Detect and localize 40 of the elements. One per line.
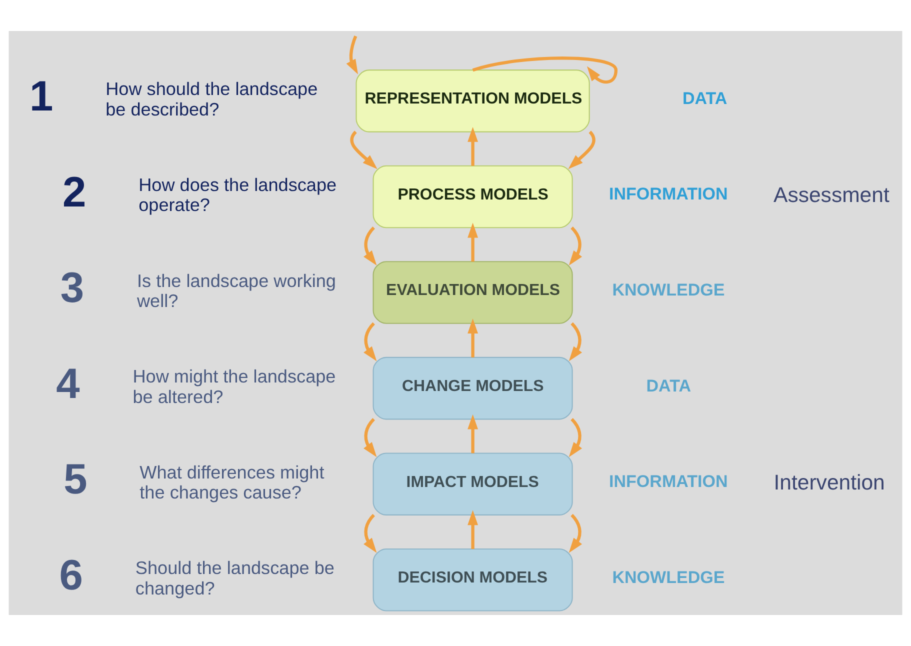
arrow — [468, 222, 478, 262]
label: INFORMATION — [609, 184, 728, 204]
label: Should the landscape be changed? — [135, 558, 334, 598]
label: Assessment — [774, 183, 890, 208]
arrow — [568, 226, 582, 266]
node-box: REPRESENTATION MODELS — [356, 70, 590, 132]
label: KNOWLEDGE — [612, 568, 725, 587]
label: INFORMATION — [609, 472, 728, 492]
label: 6 — [59, 551, 83, 600]
arrow — [346, 35, 358, 74]
arrow — [468, 510, 478, 550]
node-box: DECISION MODELS — [372, 548, 573, 612]
arrow — [364, 322, 377, 362]
label: 2 — [62, 168, 86, 216]
arrow — [468, 414, 478, 454]
label: 3 — [60, 264, 84, 312]
arrow — [468, 318, 478, 358]
node-box: PROCESS MODELS — [372, 165, 573, 228]
label: How should the landscape be described? — [106, 79, 318, 120]
label: Intervention — [774, 470, 885, 494]
label: How does the landscape operate? — [138, 174, 337, 216]
arrow — [364, 226, 377, 266]
label: 1 — [30, 72, 54, 121]
arrow — [568, 418, 582, 458]
arrow — [568, 322, 582, 362]
label: How might the landscape be altered? — [132, 366, 336, 407]
arrow — [364, 514, 377, 553]
label: 5 — [64, 456, 88, 504]
node-box: EVALUATION MODELS — [372, 261, 573, 324]
label: 4 — [56, 360, 80, 408]
arrow — [364, 418, 377, 458]
node-box: CHANGE MODELS — [372, 356, 573, 420]
label: What differences might the changes cause? — [140, 462, 324, 503]
node-box: IMPACT MODELS — [372, 452, 573, 516]
label: DATA — [646, 376, 692, 396]
arrow — [568, 514, 582, 553]
label: Is the landscape working well? — [137, 270, 336, 311]
label: DATA — [682, 88, 728, 108]
label: KNOWLEDGE — [612, 280, 725, 300]
arrow — [468, 126, 478, 166]
